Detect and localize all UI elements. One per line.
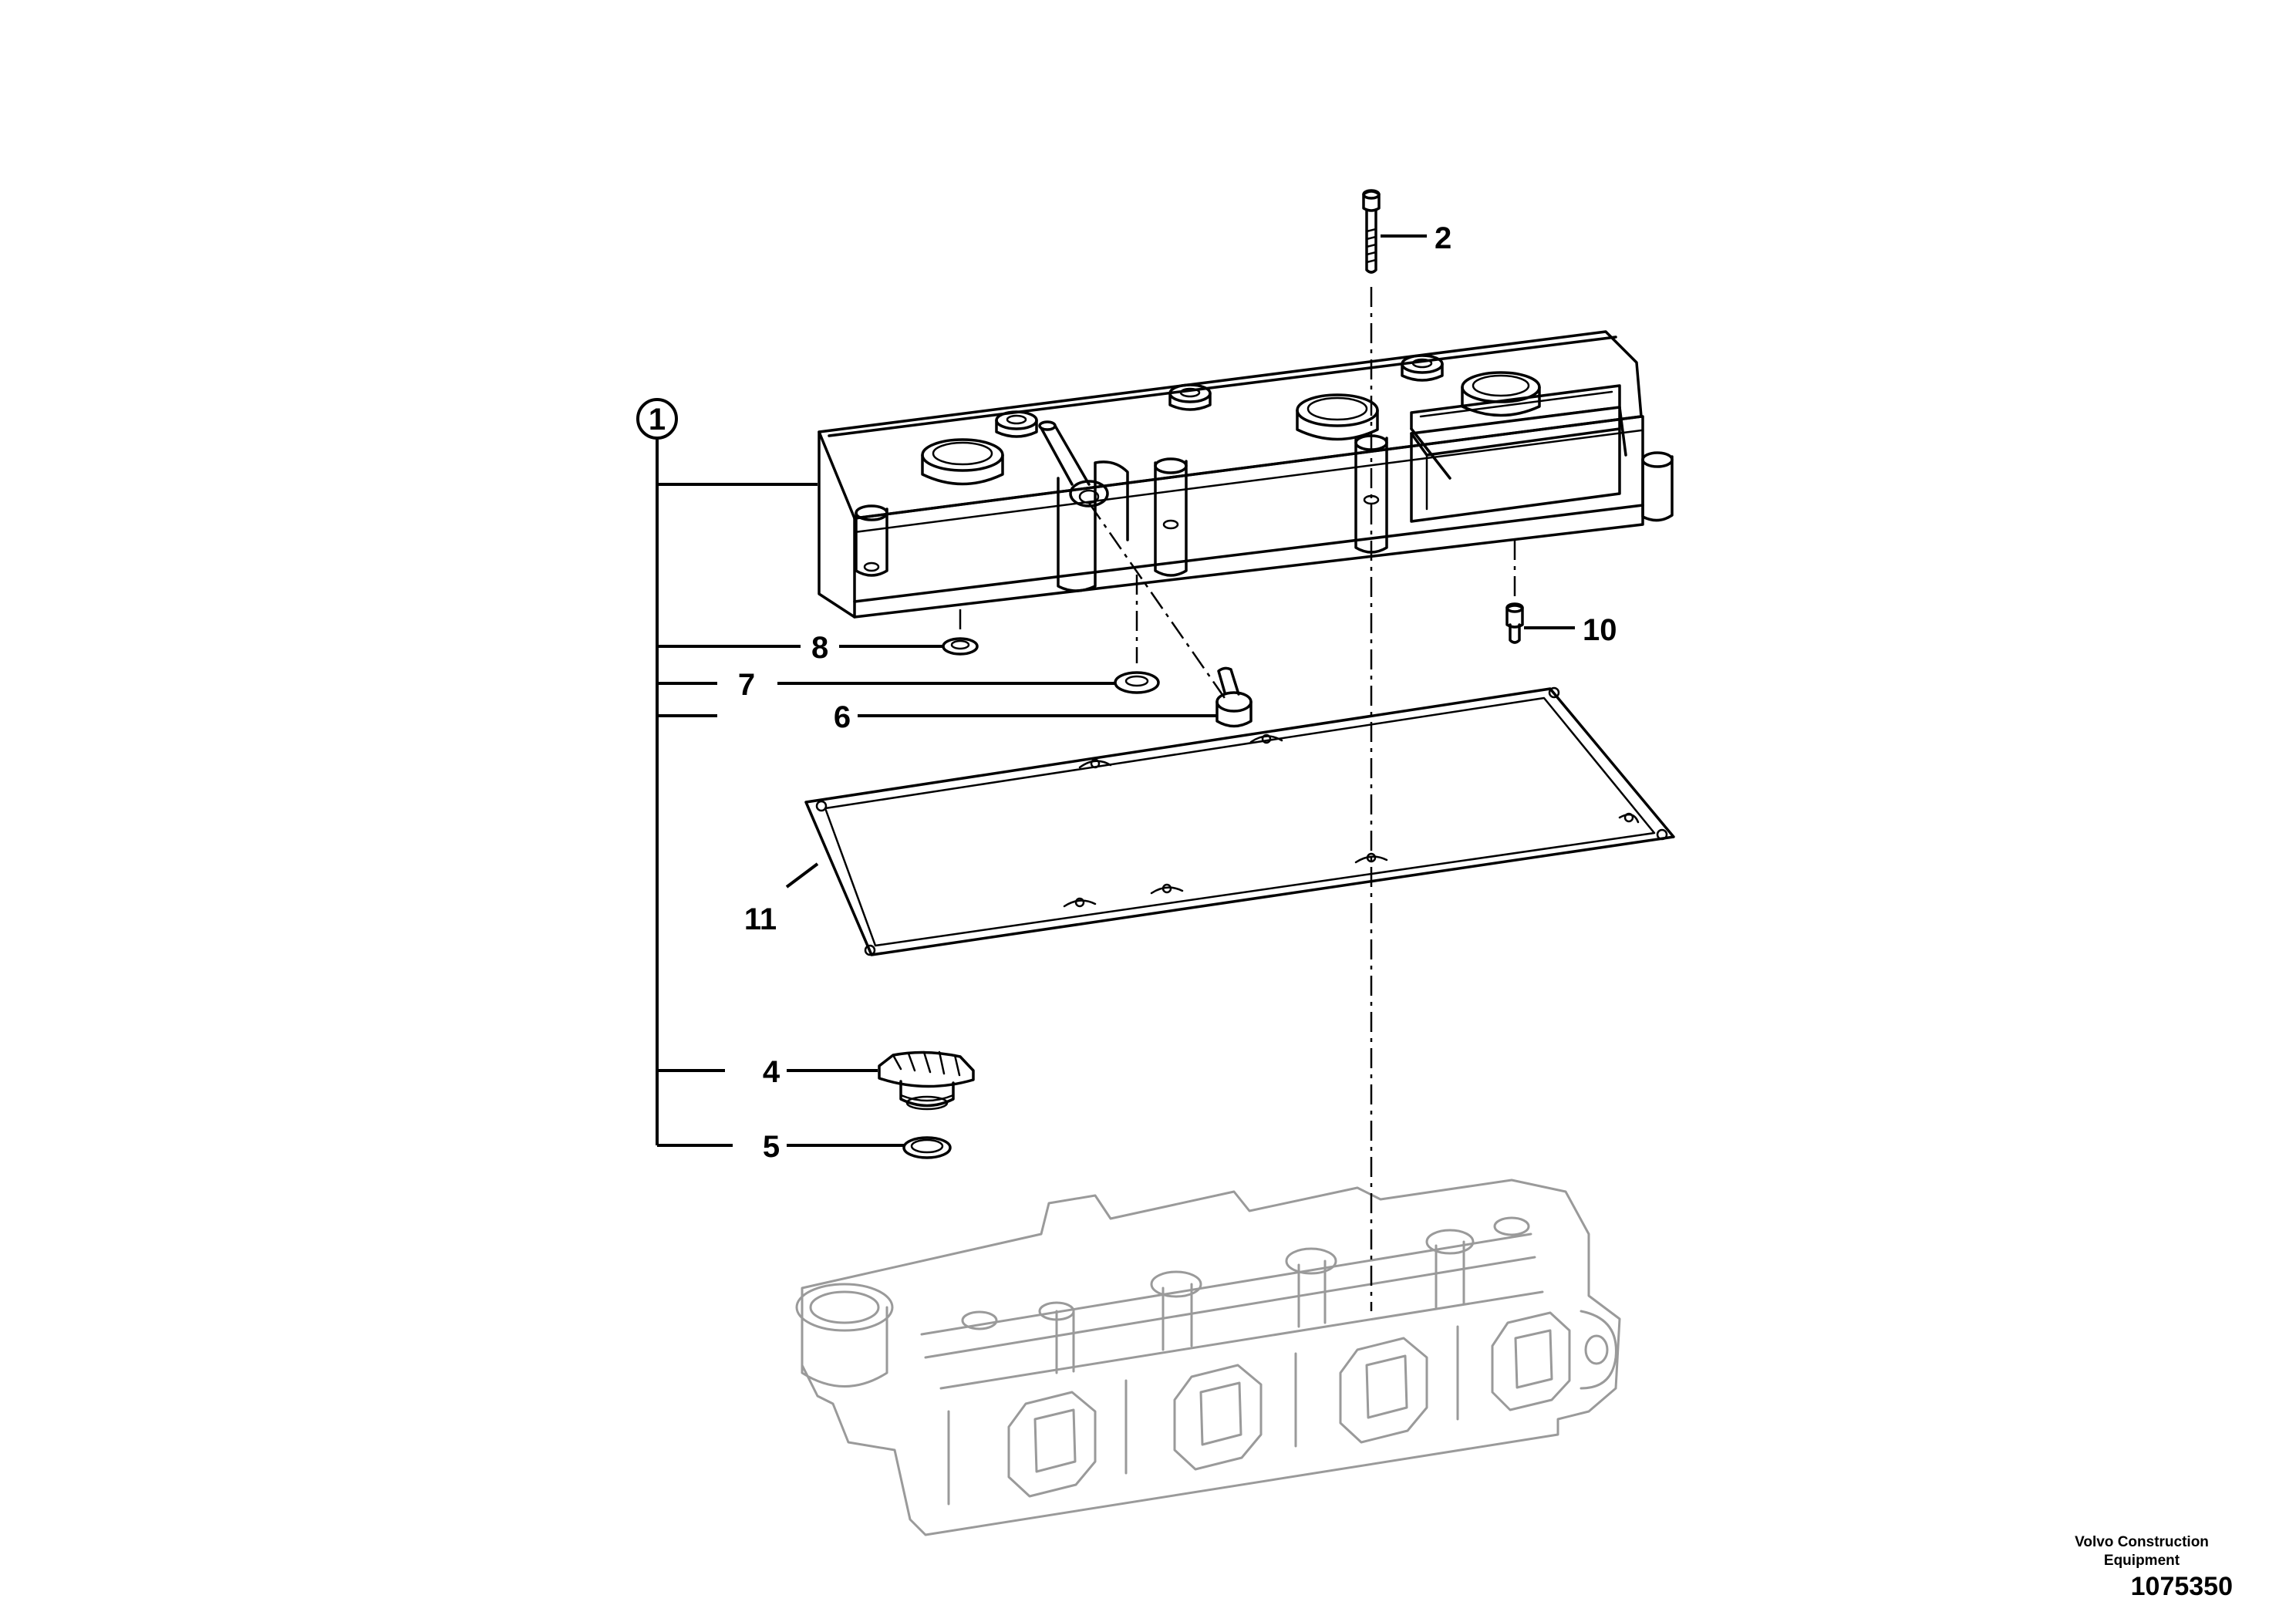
callout-7-label: 7 (738, 668, 755, 702)
cylinder-head-ghost (795, 1179, 1621, 1536)
gasket-part-11 (804, 686, 1675, 956)
screw-6-alignment-line (1087, 502, 1228, 701)
callout-1-label: 1 (649, 403, 666, 437)
cover-breather-tower (1038, 420, 1129, 592)
cover-end-pad (1410, 384, 1627, 523)
cover-bolt-towers (855, 434, 1674, 577)
screw-part-10 (1505, 602, 1524, 644)
leader-lines (656, 234, 1575, 1147)
valve-cover-part-1 (818, 330, 1674, 619)
callout-8-label: 8 (811, 631, 828, 665)
callout-6-label: 6 (834, 700, 851, 734)
company-name: Volvo Construction Equipment (2041, 1533, 2242, 1570)
callout-5-label: 5 (763, 1130, 780, 1164)
company-line-2: Equipment (2103, 1553, 2180, 1569)
screw-part-6 (1215, 666, 1253, 728)
drawing-number: 1075350 (2130, 1572, 2233, 1601)
o-ring-part-5 (902, 1136, 952, 1159)
cover-bosses (921, 354, 1541, 486)
seal-part-7 (1114, 671, 1160, 694)
seal-part-8 (942, 637, 979, 656)
oil-filler-cap-part-4 (878, 1050, 975, 1111)
callout-11-label: 11 (744, 902, 777, 936)
callout-4-label: 4 (763, 1055, 781, 1089)
screw-part-2 (1362, 189, 1381, 274)
callout-10-label: 10 (1583, 613, 1617, 647)
callout-2-label: 2 (1435, 221, 1451, 255)
callout-1: 1 (636, 398, 678, 440)
company-line-1: Volvo Construction (2075, 1534, 2209, 1550)
